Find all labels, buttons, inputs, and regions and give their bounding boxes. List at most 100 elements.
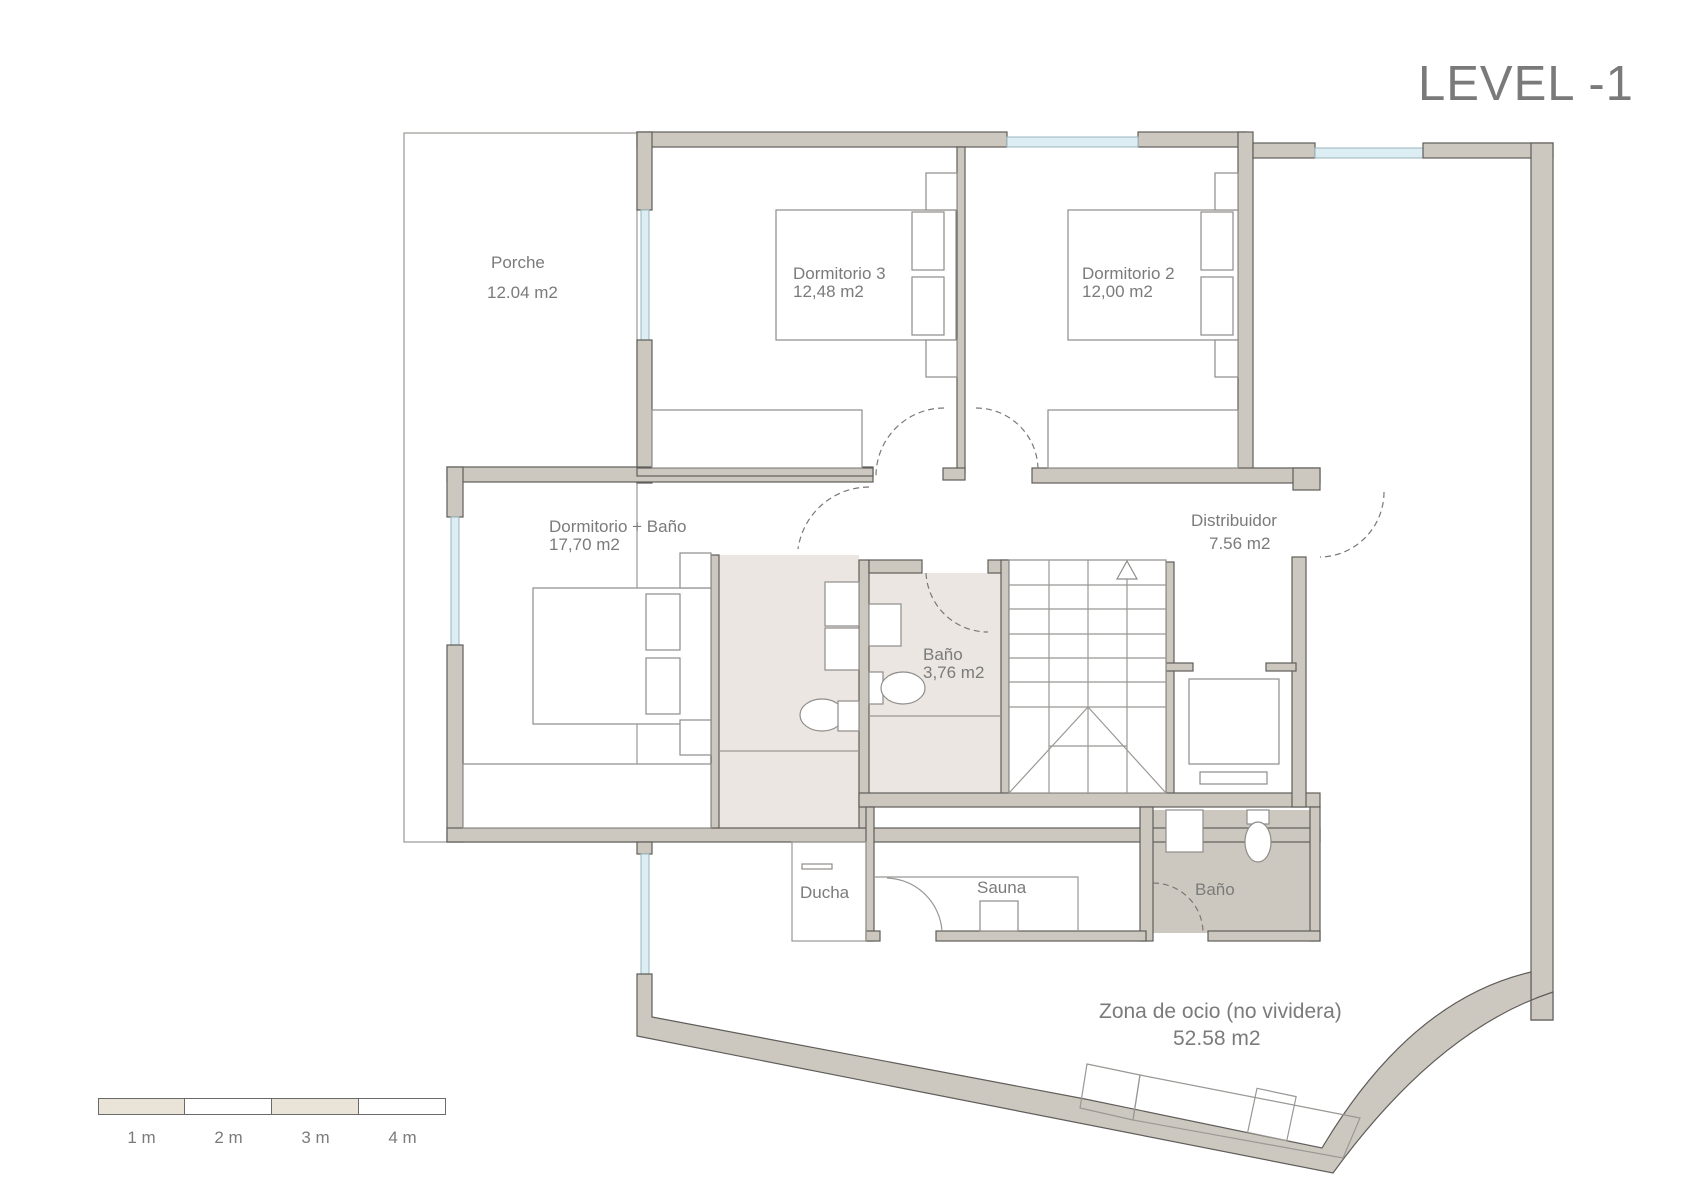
room-name-dormitorio3: Dormitorio 3: [793, 264, 886, 283]
wall: [935, 930, 1147, 942]
bed-master: [532, 587, 712, 725]
wall: [858, 792, 1321, 808]
room-area-bano-small: 3,76 m2: [923, 663, 984, 682]
window: [1314, 147, 1424, 159]
door-swing[interactable]: [975, 407, 1039, 471]
toilet: [1244, 821, 1272, 863]
pillow: [645, 657, 681, 715]
door-swing[interactable]: [1319, 491, 1385, 558]
room-name-porche: Porche: [491, 253, 545, 272]
wall: [710, 554, 720, 829]
room-name-ducha: Ducha: [800, 883, 850, 902]
wall: [858, 559, 870, 829]
wall: [868, 559, 923, 574]
wall: [446, 466, 464, 518]
door-swing[interactable]: [797, 486, 870, 550]
room-name-bano-small: Baño: [923, 645, 963, 664]
sauna-bench: [874, 876, 1079, 931]
wall: [956, 146, 966, 474]
wall: [1139, 806, 1154, 942]
nightstand: [1214, 339, 1239, 378]
toilet-tank: [837, 700, 860, 732]
level-title: LEVEL -1: [1418, 57, 1634, 111]
wall: [865, 930, 881, 942]
pillow: [911, 276, 945, 336]
scale-label: 3 m: [301, 1128, 330, 1147]
wall: [1000, 559, 1010, 801]
pillow: [911, 211, 945, 271]
scale-labels: 1 m 2 m 3 m 4 m: [98, 1128, 446, 1148]
wall: [1165, 561, 1175, 801]
sauna-heater: [979, 900, 1019, 932]
nightstand: [925, 339, 958, 378]
wall: [865, 806, 875, 942]
wall: [942, 467, 966, 481]
scale-segment: [272, 1098, 359, 1115]
window: [1006, 136, 1139, 148]
wardrobe: [1047, 409, 1239, 469]
door-swing[interactable]: [875, 407, 945, 477]
nightstand: [679, 719, 712, 756]
scale-segment: [185, 1098, 272, 1115]
window: [450, 516, 460, 646]
room-name-sauna: Sauna: [977, 878, 1027, 897]
outdoor-sink: [1246, 1087, 1297, 1142]
toilet: [880, 671, 926, 705]
sauna-door-swing[interactable]: [886, 877, 943, 932]
room-name-zona-ocio: Zona de ocio (no vividera): [1099, 1000, 1342, 1023]
shower-tray: [791, 841, 867, 942]
room-area-distribuidor: 7.56 m2: [1209, 534, 1270, 553]
scale-segment: [98, 1098, 185, 1115]
sink: [824, 581, 860, 627]
scale-bar: [98, 1098, 446, 1115]
wall: [1265, 662, 1297, 672]
stairs-up-arrow-icon: [1115, 559, 1139, 580]
room-name-dormitorio2: Dormitorio 2: [1082, 264, 1175, 283]
scale-segment: [359, 1098, 446, 1115]
sink: [824, 627, 860, 671]
wall: [1530, 142, 1554, 1021]
porche-outline: [403, 132, 638, 843]
wall: [1309, 806, 1321, 942]
pillow: [1200, 211, 1234, 271]
wall: [1207, 930, 1321, 942]
door-swing[interactable]: [925, 572, 989, 633]
nightstand: [925, 172, 958, 211]
wall: [636, 467, 874, 477]
room-area-dormitorio3: 12,48 m2: [793, 282, 864, 301]
room-area-porche: 12.04 m2: [487, 283, 558, 302]
scale-label: 1 m: [127, 1128, 156, 1147]
sink: [868, 603, 902, 647]
nightstand: [1214, 172, 1239, 211]
wall: [1292, 467, 1321, 491]
room-name-dormitorio-bano: Dormitorio + Baño: [549, 517, 686, 536]
nightstand: [679, 552, 712, 589]
wall: [1237, 131, 1254, 478]
shower-bar: [801, 863, 833, 870]
wall: [636, 131, 653, 211]
wall: [636, 841, 653, 855]
scale-label: 4 m: [388, 1128, 417, 1147]
pillow: [645, 593, 681, 651]
room-name-bano-lower: Baño: [1195, 880, 1235, 899]
wardrobe: [462, 763, 712, 829]
staircase: [1008, 559, 1167, 794]
wall: [636, 131, 1008, 148]
room-area-dormitorio2: 12,00 m2: [1082, 282, 1153, 301]
wall: [446, 644, 464, 843]
sink: [1165, 809, 1204, 853]
wall: [636, 339, 653, 484]
scale-label: 2 m: [214, 1128, 243, 1147]
wall: [1252, 142, 1316, 159]
lift-cabin: [1188, 678, 1280, 765]
outdoor-counter: [1132, 1074, 1361, 1159]
pillow: [1200, 276, 1234, 336]
room-area-dormitorio-bano: 17,70 m2: [549, 535, 620, 554]
window: [640, 209, 650, 341]
wall: [1165, 662, 1194, 672]
room-name-distribuidor: Distribuidor: [1191, 511, 1277, 530]
wall: [1137, 131, 1247, 148]
wall: [1291, 556, 1307, 808]
wardrobe: [651, 409, 863, 469]
